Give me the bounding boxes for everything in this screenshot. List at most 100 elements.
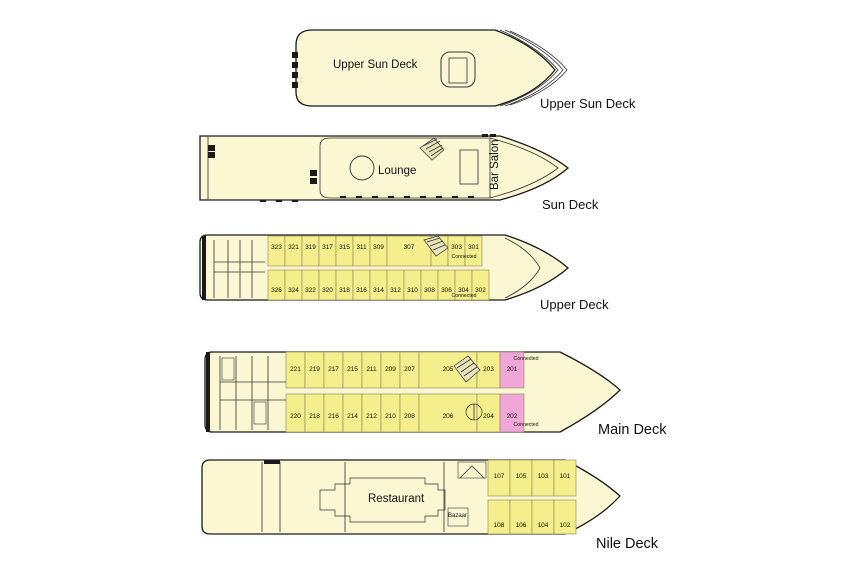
cabin-318 [335,269,354,301]
upper-sun-deck-interior-label: Upper Sun Deck [333,59,418,71]
cabin-312 [386,269,405,301]
cabin-label: 106 [516,522,527,529]
cabin-label: 321 [288,244,299,251]
cabin-label: 322 [305,287,316,294]
cabin-label: 216 [328,413,339,420]
upper-deck-caption: Upper Deck [540,297,609,312]
cabin-label: 311 [356,244,367,251]
cabin-310 [403,269,422,301]
nile-deck-restaurant-label: Restaurant [368,493,425,505]
cabin-320 [318,269,337,301]
cabin-315 [335,235,354,267]
upper-sun-deck-caption: Upper Sun Deck [540,96,636,111]
cabin-201 [499,351,525,389]
cabin-label: 306 [441,287,452,294]
sun-deck-caption: Sun Deck [542,197,599,212]
cabin-label: 205 [443,366,454,373]
cabin-317 [318,235,337,267]
cabin-309 [369,235,388,267]
cabin-label: 206 [443,413,454,420]
upper-deck: 3233213193173153113093073053033013263243… [199,234,609,312]
cabin-314 [369,269,388,301]
cabin-label: 308 [424,287,435,294]
cabin-label: 108 [494,522,505,529]
upper-deck-connected-bottom: Connected [451,293,476,299]
cabin-label: 208 [404,413,415,420]
upper-deck-cabins: 3233213193173153113093073053033013263243… [267,235,490,301]
upper-sun-deck: Upper Sun Deck Upper Sun Deck [292,29,636,111]
main-deck-caption: Main Deck [598,422,667,438]
sun-deck-lounge-label: Lounge [378,165,416,177]
cabin-label: 207 [404,366,415,373]
nile-deck: 107 105 103 101 108 106 104 102 Restaurant Baza… [201,459,659,552]
cabin-label: 319 [305,244,316,251]
cabin-label: 312 [390,287,401,294]
cabin-label: 203 [483,366,494,373]
nile-deck-cabins: 107 105 103 101 108 106 104 102 [487,459,577,535]
sun-deck: Lounge Bar Salon Sun Deck [199,134,599,212]
cabin-302 [471,269,490,301]
cabin-321 [284,235,303,267]
cabin-label: 221 [290,366,301,373]
cabin-label: 304 [458,287,469,294]
cabin-label: 202 [507,413,518,420]
cabin-311 [352,235,371,267]
cabin-label: 102 [560,522,571,529]
upper-sun-deck-hull [295,29,556,107]
cabin-label: 320 [322,287,333,294]
cabin-label: 316 [356,287,367,294]
main-deck-cabins: 221 219 217 215 211 209 207 205 203 201 220 218 216 2… [285,351,539,433]
cabin-326 [267,269,286,301]
cabin-label: 101 [560,473,571,480]
cabin-label: 218 [309,413,320,420]
cabin-301 [464,235,483,267]
cabin-label: 318 [339,287,350,294]
nile-deck-caption: Nile Deck [596,536,659,552]
cabin-label: 307 [404,244,415,251]
cabin-label: 323 [271,244,282,251]
cabin-308 [420,269,439,301]
sun-deck-bar-salon-label: Bar Salon [489,139,501,190]
cabin-202 [499,393,525,433]
cabin-323 [267,235,286,267]
cabin-label: 324 [288,287,299,294]
cabin-label: 103 [538,473,549,480]
cabin-label: 326 [271,287,282,294]
cabin-label: 105 [516,473,527,480]
cabin-label: 301 [468,244,479,251]
main-deck: 221 219 217 215 211 209 207 205 203 201 220 218 216 2… [204,351,667,438]
cabin-324 [284,269,303,301]
upper-deck-connected-top: Connected [451,254,476,260]
cabin-319 [301,235,320,267]
main-deck-connected-top: Connected [513,356,538,362]
cabin-label: 317 [322,244,333,251]
cabin-label: 210 [385,413,396,420]
cabin-label: 107 [494,473,505,480]
cabin-label: 310 [407,287,418,294]
cabin-label: 201 [507,366,518,373]
nile-deck-bazaar-label: Bazaar [448,513,467,519]
cabin-label: 302 [475,287,486,294]
cabin-label: 314 [373,287,384,294]
main-deck-connected-bottom: Connected [513,422,538,428]
cabin-label: 309 [373,244,384,251]
cabin-322 [301,269,320,301]
cabin-label: 303 [451,244,462,251]
cabin-label: 214 [347,413,358,420]
cabin-101 [553,459,577,497]
cabin-label: 217 [328,366,339,373]
cabin-label: 211 [366,366,377,373]
cabin-label: 212 [366,413,377,420]
cabin-206 [418,393,478,433]
cabin-label: 209 [385,366,396,373]
cabin-label: 215 [347,366,358,373]
cabin-label: 219 [309,366,320,373]
cabin-102 [553,499,577,535]
cabin-303 [447,235,466,267]
cabin-label: 315 [339,244,350,251]
cabin-label: 204 [483,413,494,420]
cabin-label: 220 [290,413,301,420]
cabin-316 [352,269,371,301]
cabin-label: 104 [538,522,549,529]
